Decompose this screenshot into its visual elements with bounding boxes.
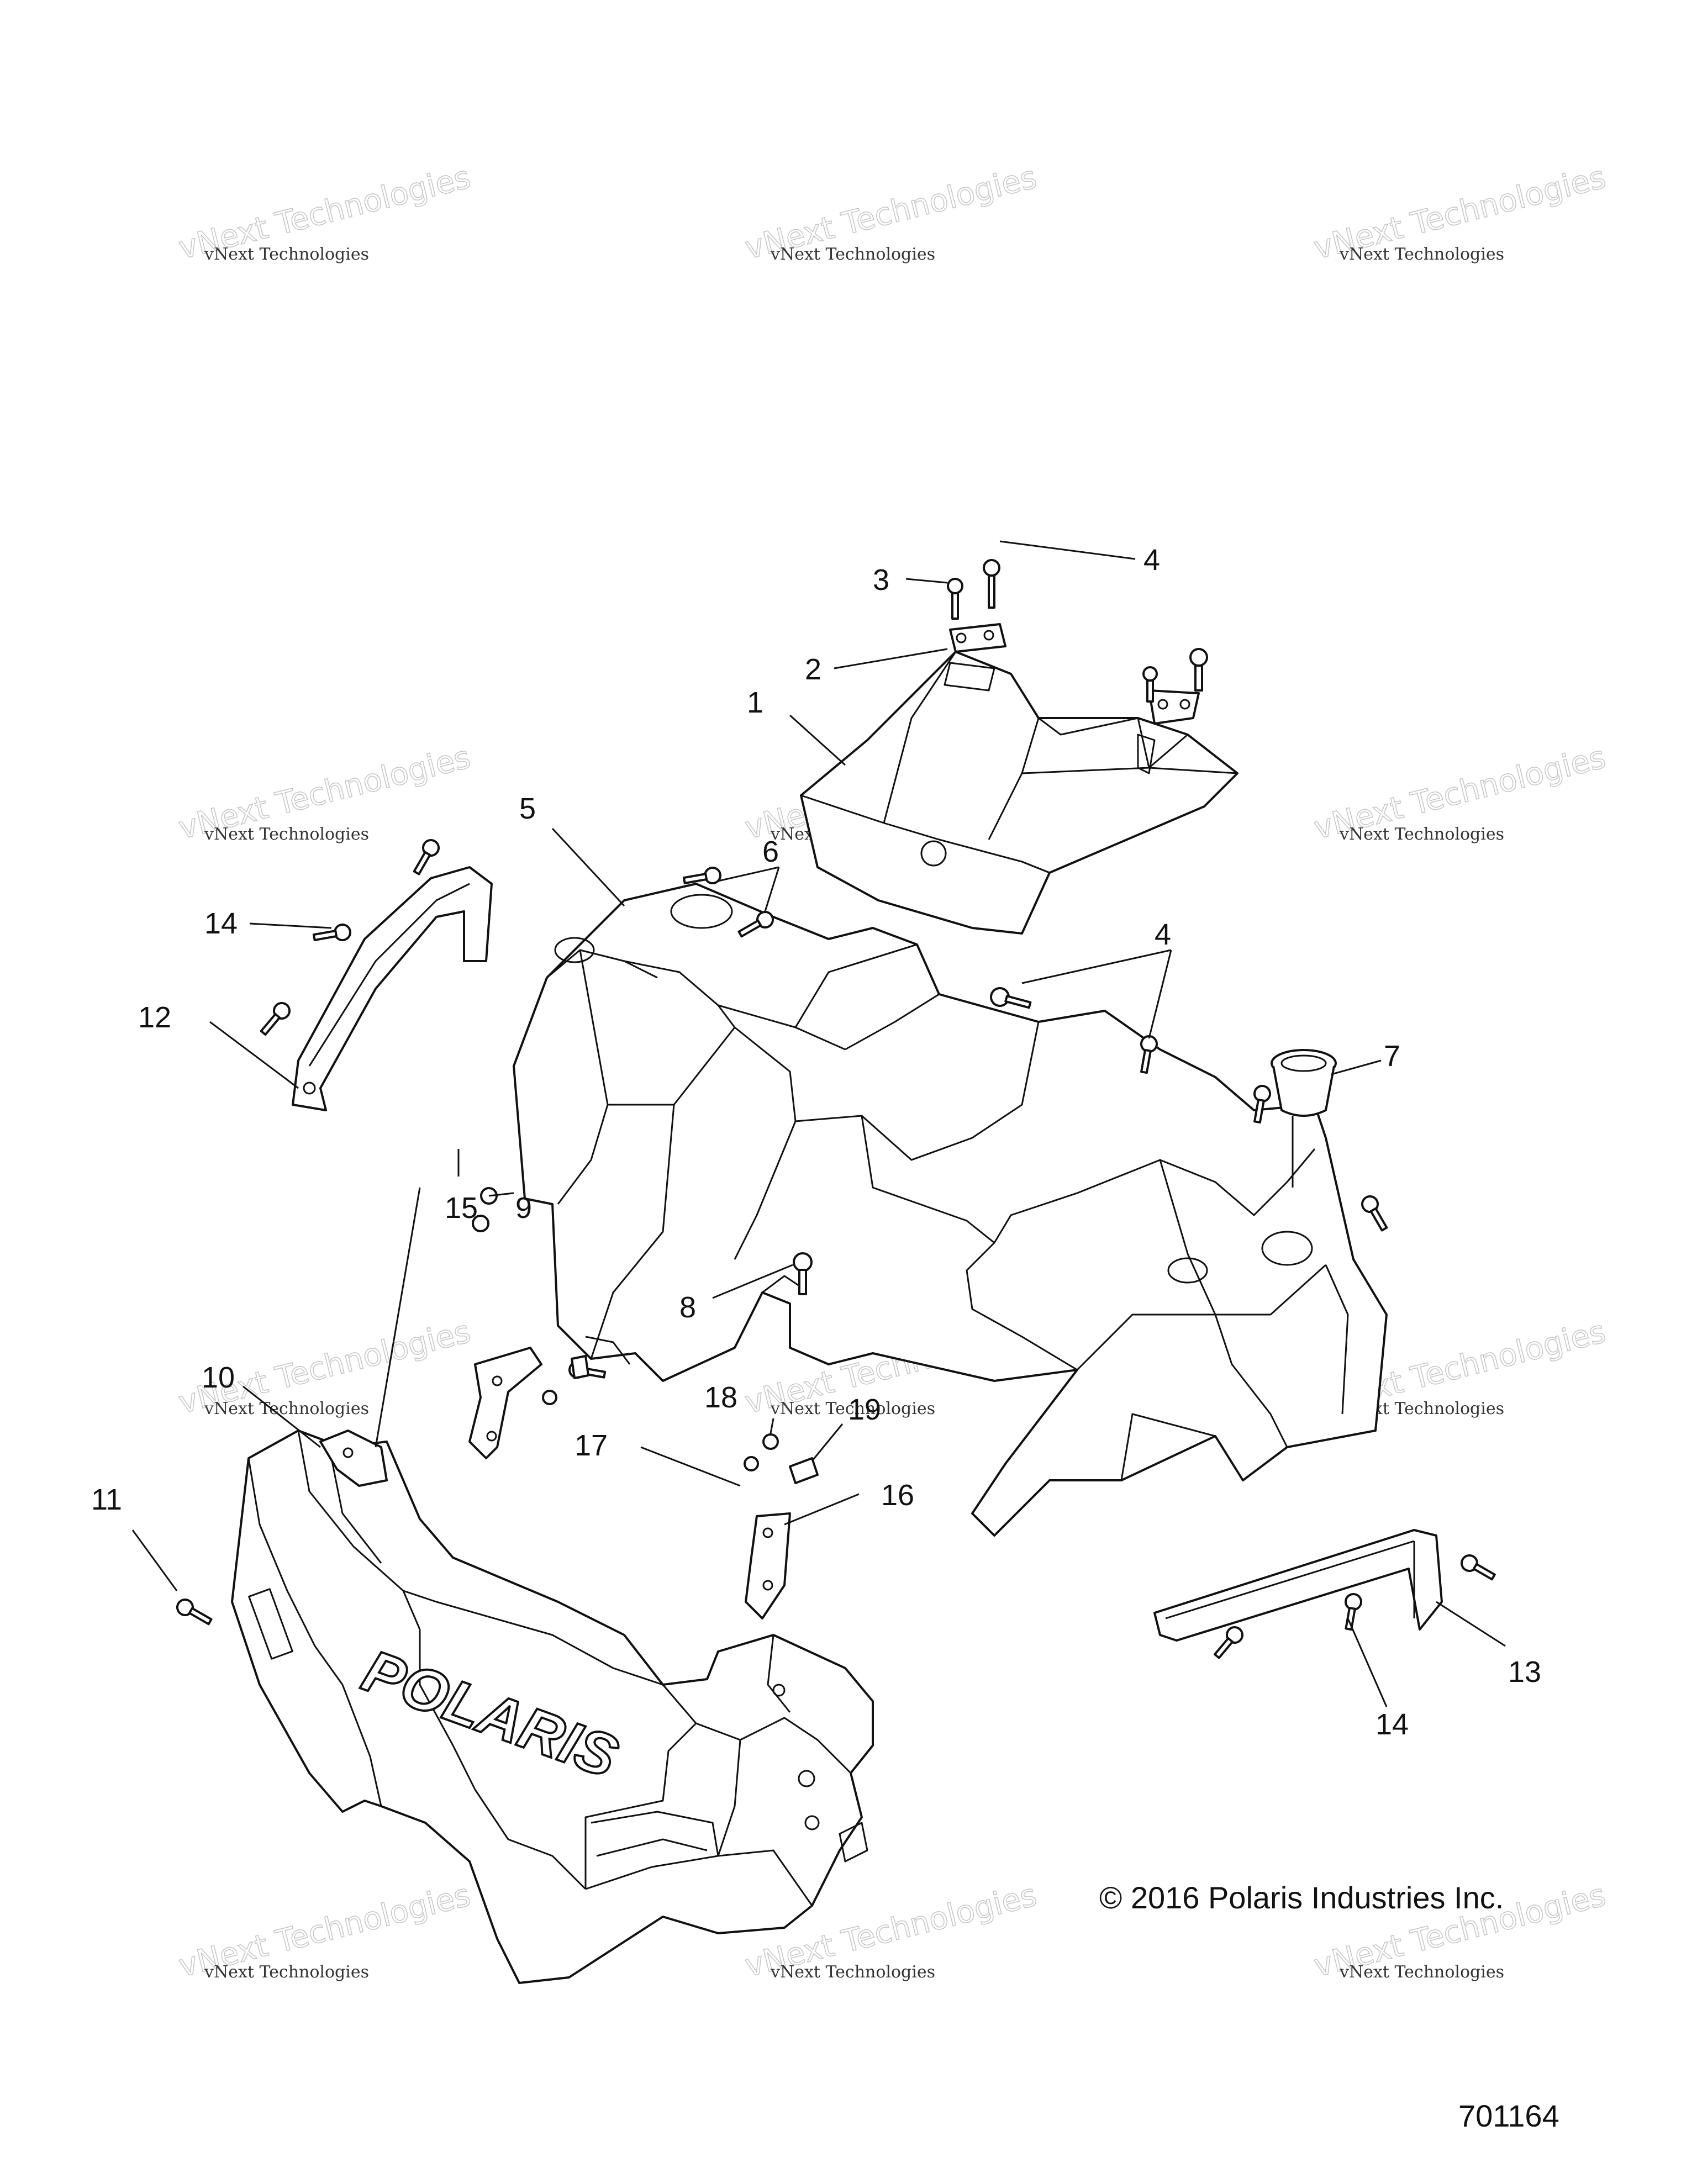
callout-11: 11 bbox=[91, 1483, 122, 1516]
watermark-text: vNext Technologies bbox=[204, 825, 369, 844]
watermark-text: vNext Technologies bbox=[1339, 825, 1504, 844]
screw bbox=[176, 1599, 213, 1626]
screw bbox=[1189, 648, 1208, 692]
screw bbox=[1461, 1554, 1496, 1581]
callout-16: 16 bbox=[881, 1479, 914, 1512]
callout-13: 13 bbox=[1508, 1655, 1541, 1689]
screw bbox=[312, 924, 351, 941]
watermark-text: vNext Technologies bbox=[1339, 245, 1504, 264]
callout-6: 6 bbox=[762, 835, 779, 868]
screw bbox=[983, 559, 1000, 609]
part-front-fascia: POLARIS bbox=[231, 1429, 874, 1984]
callout-5: 5 bbox=[519, 792, 536, 825]
callout-4-mid: 4 bbox=[1155, 918, 1171, 951]
watermark: vNext Technologies vNext Technologies bbox=[175, 159, 475, 267]
callout-3: 3 bbox=[873, 563, 889, 597]
part-mount-plate-right bbox=[745, 1512, 791, 1619]
hinge-right bbox=[1148, 689, 1200, 725]
watermark: vNext Technologies vNext Technologies bbox=[175, 1877, 475, 1985]
clip bbox=[744, 1433, 819, 1484]
screw bbox=[1253, 1085, 1271, 1124]
part-rear-body-panel bbox=[513, 883, 1388, 1537]
callout-19: 19 bbox=[848, 1393, 881, 1426]
fasteners bbox=[176, 839, 1496, 1659]
watermark: vNext Technologies vNext Technologies bbox=[175, 739, 475, 847]
screw bbox=[793, 1252, 813, 1295]
callout-10: 10 bbox=[202, 1361, 235, 1394]
callout-17: 17 bbox=[575, 1429, 608, 1462]
screw bbox=[1140, 1035, 1158, 1074]
callout-14-right: 14 bbox=[1375, 1708, 1409, 1741]
callouts: 1 2 3 4 4 5 6 7 8 9 10 11 12 13 14 14 15… bbox=[91, 544, 1541, 1741]
clip bbox=[542, 1355, 589, 1405]
leader-lines bbox=[131, 540, 1506, 1707]
figure-number: 701164 bbox=[1458, 2098, 1559, 2133]
watermark-text: vNext Technologies bbox=[204, 245, 369, 264]
screw bbox=[1142, 666, 1158, 703]
screw bbox=[260, 1002, 291, 1036]
part-right-support-bracket bbox=[1153, 1529, 1443, 1642]
part-grommet-cup bbox=[1271, 1049, 1337, 1117]
screw bbox=[947, 578, 963, 620]
callout-7: 7 bbox=[1384, 1040, 1400, 1073]
watermark-text: vNext Technologies bbox=[204, 1963, 369, 1982]
part-left-support-bracket bbox=[292, 866, 493, 1111]
part-hood-lid bbox=[800, 651, 1239, 935]
watermark-text: vNext Technologies bbox=[770, 245, 935, 264]
screw bbox=[413, 839, 440, 875]
watermark-text: vNext Technologies bbox=[1339, 1963, 1504, 1982]
watermark-text: vNext Technologies bbox=[204, 1399, 369, 1418]
callout-1: 1 bbox=[747, 686, 763, 719]
callout-4-top: 4 bbox=[1143, 544, 1160, 577]
screw bbox=[1361, 1195, 1388, 1232]
copyright-notice: © 2016 Polaris Industries Inc. bbox=[1099, 1880, 1504, 1915]
callout-14-left: 14 bbox=[204, 907, 238, 940]
part-mount-plate-left bbox=[468, 1347, 542, 1459]
screw bbox=[990, 987, 1032, 1009]
screw bbox=[1214, 1626, 1243, 1659]
callout-15: 15 bbox=[445, 1191, 478, 1225]
watermark: vNext Technologies vNext Technologies bbox=[1310, 159, 1610, 267]
callout-2: 2 bbox=[805, 653, 821, 686]
callout-12: 12 bbox=[138, 1001, 171, 1034]
callout-18: 18 bbox=[704, 1381, 737, 1414]
part-fascia-bracket bbox=[319, 1429, 388, 1487]
screw bbox=[682, 867, 721, 884]
watermark: vNext Technologies vNext Technologies bbox=[1310, 739, 1610, 847]
hinge-top bbox=[949, 623, 1006, 653]
screw bbox=[737, 911, 774, 938]
watermark-text: vNext Technologies bbox=[770, 1399, 935, 1418]
callout-9: 9 bbox=[515, 1191, 532, 1225]
watermark: vNext Technologies vNext Technologies bbox=[741, 159, 1041, 267]
watermark-text: vNext Technologies bbox=[770, 1963, 935, 1982]
callout-8: 8 bbox=[679, 1291, 696, 1324]
screw bbox=[1345, 1593, 1362, 1631]
